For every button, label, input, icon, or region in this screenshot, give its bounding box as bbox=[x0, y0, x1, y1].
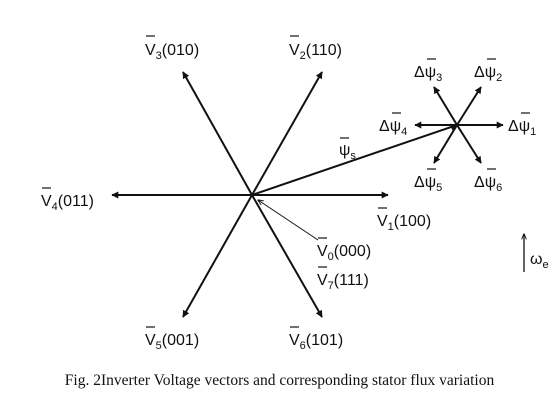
dpsi6-label: Δψ6 bbox=[474, 174, 502, 194]
omega-e-label: ωe bbox=[530, 251, 549, 271]
overbars bbox=[42, 35, 530, 328]
figure-caption: Fig. 2Inverter Voltage vectors and corre… bbox=[64, 372, 495, 389]
v3-label: V3(010) bbox=[145, 42, 199, 62]
v1-label: V1(100) bbox=[377, 213, 431, 233]
dpsi4-label: Δψ4 bbox=[379, 118, 407, 138]
dpsi1-label: Δψ1 bbox=[508, 118, 536, 138]
dpsi5-arrow bbox=[433, 124, 458, 164]
v2-arrow bbox=[251, 71, 323, 196]
zero-vector-pointer bbox=[258, 200, 319, 241]
v6-label: V6(101) bbox=[289, 332, 343, 352]
psi-s-label: ψs bbox=[339, 142, 356, 162]
v3-arrow bbox=[182, 71, 253, 196]
psi-s-arrow bbox=[251, 123, 458, 196]
v0-label: V0(000) bbox=[317, 243, 371, 263]
v7-label: V7(111) bbox=[317, 272, 369, 292]
v5-arrow bbox=[182, 194, 253, 318]
v4-label: V4(011) bbox=[41, 193, 94, 213]
dpsi2-label: Δψ2 bbox=[474, 64, 502, 84]
voltage-vector-arrows bbox=[111, 71, 389, 318]
v6-arrow bbox=[251, 194, 323, 318]
dpsi5-label: Δψ5 bbox=[414, 174, 442, 194]
dpsi3-label: Δψ3 bbox=[414, 64, 442, 84]
flux-variation-arrows bbox=[414, 86, 504, 164]
v2-label: V2(110) bbox=[289, 42, 342, 62]
dpsi6-arrow bbox=[456, 124, 482, 164]
dpsi2-arrow bbox=[456, 86, 482, 126]
dpsi3-arrow bbox=[433, 86, 458, 126]
v5-label: V5(001) bbox=[145, 332, 199, 352]
